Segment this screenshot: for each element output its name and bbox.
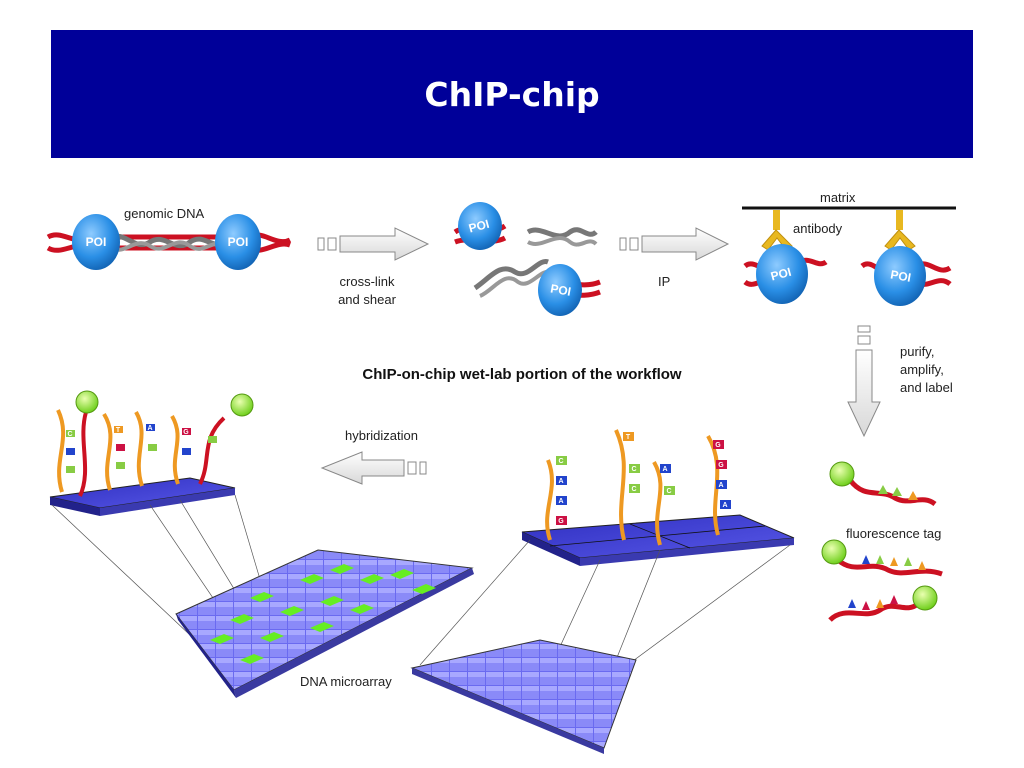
sheared-fragments: POI POI <box>453 202 601 316</box>
probe-base: A <box>558 498 563 505</box>
hybridization-arrow <box>320 451 427 485</box>
probe-base: A <box>662 466 667 473</box>
fluorescence-tag-1 <box>829 461 855 487</box>
left-microarray <box>175 549 474 698</box>
poi-label: POI <box>549 281 572 298</box>
genomic-dna-step: POI POI genomic DNA <box>46 206 292 270</box>
poi-label: POI <box>769 265 793 284</box>
left-hybridized-plate: C T A G <box>49 390 254 516</box>
purify-label-line2: amplify, <box>900 362 944 377</box>
poi-protein-1 <box>72 214 120 270</box>
fluorescence-tag-bound-2 <box>230 393 254 417</box>
crosslink-label-line1: cross-link <box>340 274 395 289</box>
poi-protein-4 <box>538 264 582 316</box>
poi-protein-3 <box>458 202 502 250</box>
purify-arrow <box>847 325 881 438</box>
crosslink-label-line2: and shear <box>338 292 396 307</box>
probe-base: G <box>558 518 564 525</box>
purify-label-line1: purify, <box>900 344 934 359</box>
tagged-fragments: fluorescence tag <box>821 461 943 622</box>
dna-microarray-label: DNA microarray <box>300 674 392 689</box>
poi-label: POI <box>467 217 491 236</box>
ip-label: IP <box>658 274 670 289</box>
purify-label-line3: and label <box>900 380 953 395</box>
hybridization-label: hybridization <box>345 428 418 443</box>
probe-base: A <box>722 502 727 509</box>
poi-protein-6 <box>874 246 926 306</box>
poi-label: POI <box>228 235 249 249</box>
fluorescence-tag-2 <box>821 539 847 565</box>
probe-base: A <box>558 478 563 485</box>
probe-base: G <box>718 462 724 469</box>
probe-base: C <box>666 488 671 495</box>
probe-base: C <box>631 466 636 473</box>
probe-base: T <box>626 434 631 441</box>
antibody-label: antibody <box>793 221 843 236</box>
right-microarray <box>410 639 637 754</box>
antibody-1 <box>761 210 793 251</box>
crosslink-arrow <box>317 227 430 261</box>
title-bar: ChIP-chip <box>51 30 973 158</box>
probe-base: C <box>67 431 72 438</box>
probe-base: A <box>147 425 152 432</box>
right-probe-plate: C A A G T C C A C G G A A <box>521 429 795 566</box>
poi-label: POI <box>86 235 107 249</box>
fluorescence-tag-3 <box>912 585 938 611</box>
fluorescence-tag-bound-1 <box>75 390 99 414</box>
probe-base: G <box>183 429 189 436</box>
poi-label: POI <box>889 267 912 284</box>
immunoprecipitation-step: matrix antibody POI POI <box>742 190 956 306</box>
workflow-caption: ChIP-on-chip wet-lab portion of the work… <box>362 366 681 383</box>
probe-base: C <box>631 486 636 493</box>
probe-base: G <box>715 442 721 449</box>
antibody-2 <box>884 210 916 251</box>
ip-arrow <box>619 227 730 261</box>
matrix-label: matrix <box>820 190 856 205</box>
genomic-dna-label: genomic DNA <box>124 206 205 221</box>
fluorescence-tag-label: fluorescence tag <box>846 526 941 541</box>
probe-base: C <box>558 458 563 465</box>
slide-title: ChIP-chip <box>424 74 600 114</box>
poi-protein-2 <box>215 214 261 270</box>
probe-base: T <box>116 427 121 434</box>
poi-protein-5 <box>756 244 808 304</box>
probe-base: A <box>718 482 723 489</box>
